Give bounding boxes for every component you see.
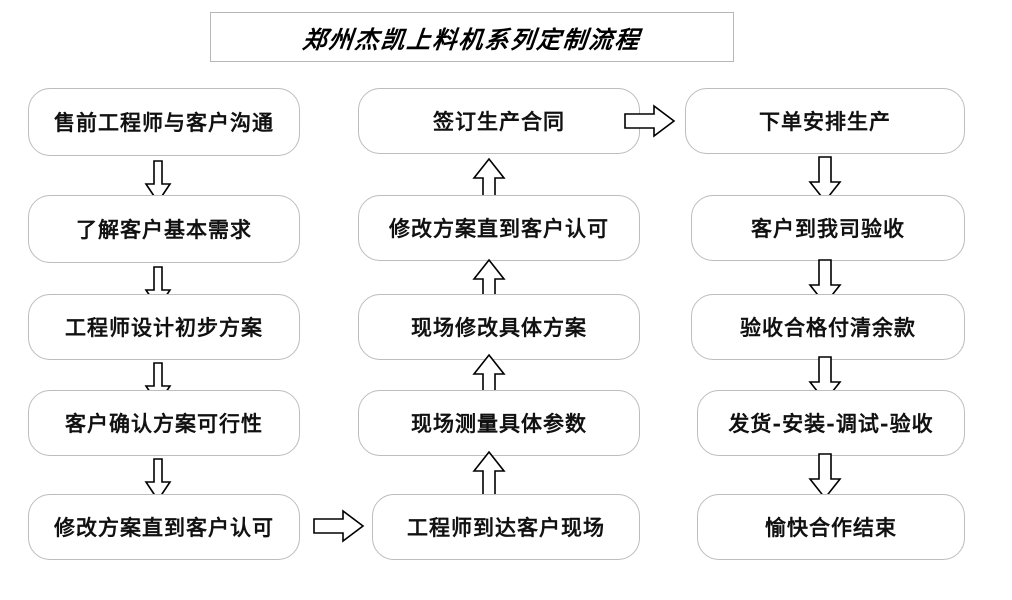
node-label: 售前工程师与客户沟通 <box>54 110 274 135</box>
node-col1-5[interactable]: 修改方案直到客户认可 <box>28 494 300 560</box>
node-col1-2[interactable]: 了解客户基本需求 <box>28 195 300 263</box>
node-label: 工程师到达客户现场 <box>407 515 605 540</box>
diagram-title-text: 郑州杰凯上料机系列定制流程 <box>301 24 643 54</box>
node-label: 工程师设计初步方案 <box>65 315 263 340</box>
node-label: 修改方案直到客户认可 <box>389 216 609 241</box>
node-col2-4[interactable]: 现场测量具体参数 <box>358 390 640 456</box>
node-label: 下单安排生产 <box>759 109 891 134</box>
up-arrow-col2-4 <box>472 450 506 498</box>
down-arrow-col1-4 <box>144 458 172 502</box>
node-label: 发货-安装-调试-验收 <box>728 411 934 436</box>
node-col2-1[interactable]: 签订生产合同 <box>358 88 640 154</box>
node-label: 签订生产合同 <box>433 109 565 134</box>
node-label: 验收合格付清余款 <box>740 315 916 340</box>
node-label: 了解客户基本需求 <box>76 217 252 242</box>
node-col1-3[interactable]: 工程师设计初步方案 <box>28 294 300 360</box>
node-col3-5[interactable]: 愉快合作结束 <box>697 494 965 560</box>
node-col3-4[interactable]: 发货-安装-调试-验收 <box>697 390 965 456</box>
node-label: 修改方案直到客户认可 <box>54 515 274 540</box>
node-col2-2[interactable]: 修改方案直到客户认可 <box>358 195 640 261</box>
down-arrow-col1-1 <box>144 160 172 204</box>
node-label: 现场测量具体参数 <box>411 411 587 436</box>
node-col3-1[interactable]: 下单安排生产 <box>685 88 965 154</box>
down-arrow-col3-1 <box>808 155 842 203</box>
node-label: 现场修改具体方案 <box>411 315 587 340</box>
node-col2-3[interactable]: 现场修改具体方案 <box>358 294 640 360</box>
diagram-title-box: 郑州杰凯上料机系列定制流程 <box>210 12 734 62</box>
node-col3-2[interactable]: 客户到我司验收 <box>691 195 965 261</box>
node-col1-4[interactable]: 客户确认方案可行性 <box>28 390 300 456</box>
node-label: 客户确认方案可行性 <box>65 411 263 436</box>
node-col1-1[interactable]: 售前工程师与客户沟通 <box>28 88 300 156</box>
node-label: 愉快合作结束 <box>765 515 897 540</box>
right-arrow-col2-to-col3 <box>624 104 676 138</box>
node-col2-5[interactable]: 工程师到达客户现场 <box>372 494 640 560</box>
node-label: 客户到我司验收 <box>751 216 905 241</box>
right-arrow-col1-to-col2 <box>313 509 365 543</box>
down-arrow-col3-4 <box>808 452 842 500</box>
node-col3-3[interactable]: 验收合格付清余款 <box>691 294 965 360</box>
